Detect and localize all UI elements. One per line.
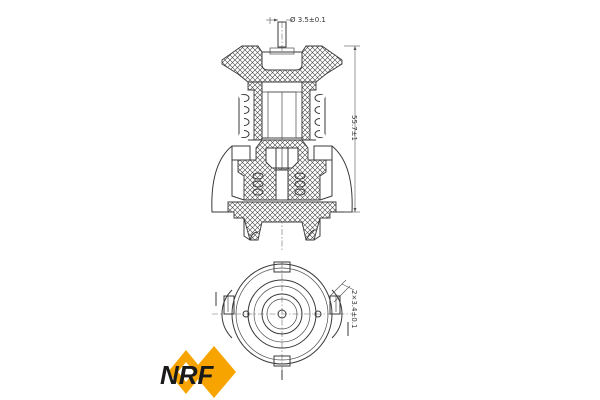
bottom-skirt	[249, 229, 315, 241]
top-cap-recess	[261, 51, 303, 71]
lower-spring-center	[294, 172, 306, 196]
plan-lug-bottom	[273, 355, 291, 367]
top-diameter-label: Ø 3.5±0.1	[290, 16, 326, 24]
plan-mid-ring	[247, 279, 317, 349]
top-pin	[277, 21, 287, 48]
section-view: Ø 3.5±0.1	[211, 16, 360, 250]
plan-outer-ring	[231, 263, 333, 365]
nrf-logo-text: NRF	[160, 360, 215, 390]
plan-view: 2×3.4±0.1	[212, 261, 358, 380]
upper-spring-left	[238, 94, 250, 138]
angle-dimension: 2×3.4±0.1	[329, 279, 358, 328]
height-dimension: 55.7±1	[344, 45, 360, 213]
base-flange	[227, 201, 337, 241]
lower-spring-left	[252, 172, 264, 196]
plan-hole-left	[242, 310, 250, 318]
plan-lug-top	[273, 261, 291, 273]
height-label: 55.7±1	[350, 115, 358, 141]
plan-lug-right	[329, 295, 341, 315]
plan-inner-ring	[261, 293, 303, 335]
angle-label: 2×3.4±0.1	[350, 290, 358, 328]
upper-spring-right	[314, 94, 326, 138]
plan-center-pin	[277, 309, 287, 319]
top-diameter-dimension: Ø 3.5±0.1	[266, 16, 326, 24]
cylinder-wall-right	[301, 81, 317, 141]
plan-lug-left	[223, 295, 235, 315]
plan-hole-right	[314, 310, 322, 318]
nrf-logo: NRF	[160, 346, 236, 398]
nrf-logo-diamond-right	[192, 346, 236, 398]
cylinder-wall-left	[247, 81, 263, 141]
